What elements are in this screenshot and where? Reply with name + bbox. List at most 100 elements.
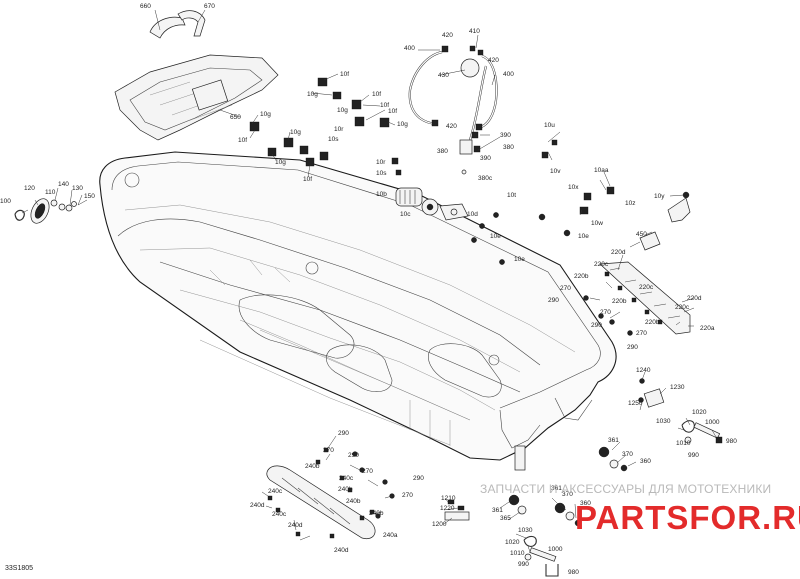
- part-label: 980: [726, 438, 737, 445]
- part-label: 10f: [388, 108, 397, 115]
- part-label: 10r: [334, 126, 344, 133]
- part-label: 120: [24, 185, 35, 192]
- part-label: 290: [548, 297, 559, 304]
- part-label: 10g: [260, 111, 271, 118]
- part-label: 10f: [340, 71, 349, 78]
- part-label: 240b: [338, 486, 353, 493]
- part-label: 10g: [397, 121, 408, 128]
- right-bumper-rail: [583, 261, 691, 336]
- part-label: 650: [230, 114, 241, 121]
- left-bumper-rail: [266, 447, 395, 540]
- storage-tray-assembly: [114, 10, 279, 141]
- part-label: 140: [58, 181, 69, 188]
- part-label: 10s: [328, 136, 339, 143]
- part-label: 220c: [594, 261, 609, 268]
- drain-plug-assembly: [14, 198, 77, 224]
- part-label: 290: [338, 430, 349, 437]
- part-label: 10g: [290, 129, 301, 136]
- part-label: 220b: [612, 298, 627, 305]
- part-label: 270: [600, 309, 611, 316]
- part-label: 220b: [645, 319, 660, 326]
- bilge-hose-assembly: [408, 45, 498, 175]
- fastener-cluster-top: [249, 77, 690, 265]
- part-label: 220d: [611, 249, 626, 256]
- part-label: 990: [688, 452, 699, 459]
- part-label: 10d: [467, 211, 478, 218]
- part-label: 220c: [675, 304, 690, 311]
- part-label: 1030: [656, 418, 671, 425]
- part-label: 10g: [275, 159, 286, 166]
- part-label: 130: [72, 185, 83, 192]
- part-label: 380: [503, 144, 514, 151]
- part-label: 980: [568, 569, 579, 576]
- part-label: 1230: [670, 384, 685, 391]
- part-label: 240a: [383, 532, 398, 539]
- part-label: 240c: [268, 488, 283, 495]
- part-label: 370: [622, 451, 633, 458]
- part-label: 290: [413, 475, 424, 482]
- part-label: 1200: [432, 521, 447, 528]
- part-label: 10t: [507, 192, 516, 199]
- part-label: 10f: [238, 137, 247, 144]
- part-label: 660: [140, 3, 151, 10]
- part-label: 10f: [380, 102, 389, 109]
- part-label: 380c: [478, 175, 493, 182]
- part-label: 1220: [440, 505, 455, 512]
- part-label: 220c: [639, 284, 654, 291]
- hull-assembly: [99, 151, 617, 471]
- watermark-logo[interactable]: PARTSFOR.RU: [575, 499, 800, 536]
- part-label: 10g: [307, 91, 318, 98]
- part-label: 10f: [372, 91, 381, 98]
- part-label: 990: [518, 561, 529, 568]
- part-label: 10f: [303, 176, 312, 183]
- part-label: 1020: [692, 409, 707, 416]
- air-duct-parts: [395, 187, 469, 221]
- part-label: 1020: [505, 539, 520, 546]
- part-label: 220a: [700, 325, 715, 332]
- hull-outline: [99, 151, 617, 461]
- part-label: 390: [480, 155, 491, 162]
- part-label: 361: [492, 507, 503, 514]
- part-label: 365: [500, 515, 511, 522]
- part-label: 110: [45, 189, 56, 196]
- part-label: 670: [204, 3, 215, 10]
- part-label: 380: [437, 148, 448, 155]
- part-label: 450: [636, 231, 647, 238]
- leader-lines: [21, 9, 717, 553]
- part-label: 360: [580, 500, 591, 507]
- part-label: 10v: [550, 168, 561, 175]
- part-label: 430: [438, 72, 449, 79]
- part-label: 361: [551, 485, 562, 492]
- bracket-10y: [667, 197, 691, 223]
- part-label: 1010: [676, 440, 691, 447]
- part-label: 240b: [305, 463, 320, 470]
- clip-450: [639, 231, 661, 251]
- part-label: 220b: [574, 273, 589, 280]
- part-label: 240c: [272, 511, 287, 518]
- part-label: 240d: [250, 502, 265, 509]
- part-label: 290: [627, 344, 638, 351]
- part-label: 10e: [514, 256, 525, 263]
- part-label: 360: [640, 458, 651, 465]
- part-label: 10w: [591, 220, 603, 227]
- part-label: 420: [442, 32, 453, 39]
- part-label: 361: [608, 437, 619, 444]
- part-label: 10x: [568, 184, 579, 191]
- part-label: 240b: [369, 510, 384, 517]
- part-label: 10e: [578, 233, 589, 240]
- part-label: 1010: [510, 550, 525, 557]
- part-label: 220d: [687, 295, 702, 302]
- part-label: 10g: [337, 107, 348, 114]
- part-label: 1000: [705, 419, 720, 426]
- part-label: 10e: [490, 233, 501, 240]
- part-label: 240d: [334, 547, 349, 554]
- part-label: 10c: [400, 211, 411, 218]
- part-label: 400: [503, 71, 514, 78]
- part-label: 270: [362, 468, 373, 475]
- watermark-caption: ЗАПЧАСТИ И АКСЕССУАРЫ ДЛЯ МОТОТЕХНИКИ: [480, 482, 772, 496]
- part-label: 240c: [339, 475, 354, 482]
- part-label: 1250: [628, 400, 643, 407]
- part-label: 100: [0, 198, 11, 205]
- part-label: 420: [488, 57, 499, 64]
